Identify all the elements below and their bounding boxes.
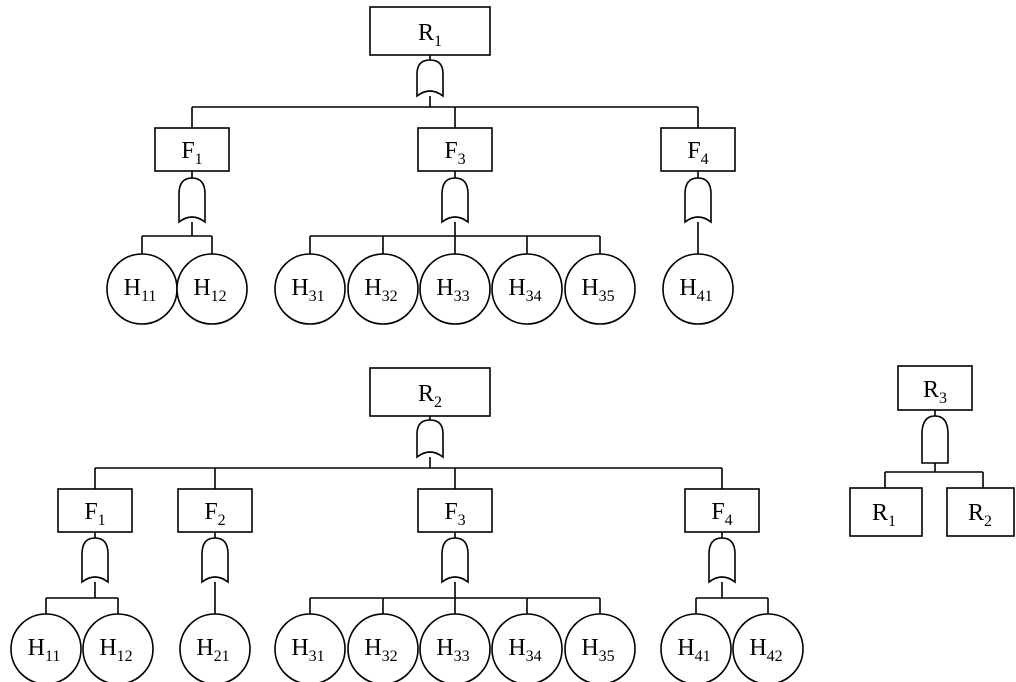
basic-event-label: H32 bbox=[364, 275, 397, 305]
event-label-r1-ref: R1 bbox=[872, 500, 896, 530]
or-gate-icon bbox=[201, 537, 229, 584]
or-gate-icon bbox=[416, 59, 444, 98]
basic-event-h35 bbox=[564, 253, 636, 325]
basic-event-label: H12 bbox=[193, 275, 226, 305]
basic-event-h31 bbox=[274, 613, 346, 682]
event-box-r2-ref bbox=[946, 487, 1015, 537]
event-label-r3: R3 bbox=[923, 377, 947, 407]
event-label-f3: F3 bbox=[444, 138, 465, 168]
basic-event-label: H41 bbox=[677, 635, 710, 665]
event-box-f4 bbox=[684, 488, 760, 533]
basic-event-h21 bbox=[179, 613, 251, 682]
or-gate-icon bbox=[708, 537, 736, 584]
basic-event-h35 bbox=[564, 613, 636, 682]
tree-r3: R3 R1 R2 bbox=[849, 365, 1015, 537]
basic-event-label: H34 bbox=[508, 275, 541, 305]
basic-event-h11 bbox=[10, 613, 82, 682]
connector-line bbox=[884, 410, 984, 488]
event-box-f3 bbox=[417, 127, 493, 172]
or-gate-icon bbox=[416, 419, 444, 459]
basic-event-h34 bbox=[491, 613, 563, 682]
event-box-f4 bbox=[660, 127, 736, 172]
basic-event-h34 bbox=[491, 253, 563, 325]
or-gate-icon bbox=[178, 177, 206, 224]
event-box-r3 bbox=[897, 365, 973, 411]
event-label-f3: F3 bbox=[444, 499, 465, 529]
or-gate-icon bbox=[441, 177, 469, 224]
basic-event-label: H41 bbox=[679, 275, 712, 305]
basic-event-h42 bbox=[732, 613, 804, 682]
event-box-f3 bbox=[417, 488, 493, 533]
event-label-f4: F4 bbox=[711, 499, 732, 529]
basic-event-h12 bbox=[82, 613, 154, 682]
basic-event-h12 bbox=[176, 253, 248, 325]
event-label-r1: R1 bbox=[418, 20, 442, 50]
connector-line bbox=[45, 416, 769, 616]
or-gate-icon bbox=[81, 537, 109, 584]
event-box-r1 bbox=[369, 6, 491, 56]
event-box-r1-ref bbox=[849, 487, 923, 537]
or-gate-icon bbox=[441, 537, 469, 584]
tree-r2: R2 F1 F2 F3 F4 H11 H12 H21 H31 H32 H33 H… bbox=[10, 367, 804, 682]
tree-r1: R1 F1 F3 F4 H11 H12 H31 H32 H33 H34 H35 … bbox=[106, 6, 736, 325]
basic-event-label: H34 bbox=[508, 635, 541, 665]
event-label-r2-ref: R2 bbox=[968, 500, 992, 530]
basic-event-label: H32 bbox=[364, 635, 397, 665]
basic-event-h32 bbox=[347, 613, 419, 682]
and-gate-icon bbox=[921, 415, 949, 464]
basic-event-h32 bbox=[347, 253, 419, 325]
basic-event-h33 bbox=[419, 613, 491, 682]
event-label-f1: F1 bbox=[181, 138, 202, 168]
event-label-f4: F4 bbox=[687, 138, 708, 168]
event-box-f2 bbox=[177, 488, 253, 533]
basic-event-label: H33 bbox=[436, 635, 469, 665]
basic-event-h41 bbox=[660, 613, 732, 682]
basic-event-label: H31 bbox=[291, 275, 324, 305]
basic-event-label: H12 bbox=[99, 635, 132, 665]
event-label-f1: F1 bbox=[84, 499, 105, 529]
event-box-f1 bbox=[154, 127, 230, 172]
event-box-r2 bbox=[369, 367, 491, 417]
basic-event-label: H35 bbox=[581, 635, 614, 665]
basic-event-label: H42 bbox=[749, 635, 782, 665]
basic-event-label: H31 bbox=[291, 635, 324, 665]
or-gate-icon bbox=[684, 177, 712, 224]
basic-event-label: H11 bbox=[124, 275, 157, 305]
basic-event-h33 bbox=[419, 253, 491, 325]
basic-event-label: H33 bbox=[436, 275, 469, 305]
basic-event-h31 bbox=[274, 253, 346, 325]
basic-event-label: H35 bbox=[581, 275, 614, 305]
event-label-r2: R2 bbox=[418, 381, 442, 411]
basic-event-h41 bbox=[662, 253, 734, 325]
event-label-f2: F2 bbox=[204, 499, 225, 529]
event-box-f1 bbox=[57, 488, 133, 533]
basic-event-label: H11 bbox=[28, 635, 61, 665]
basic-event-label: H21 bbox=[196, 635, 229, 665]
